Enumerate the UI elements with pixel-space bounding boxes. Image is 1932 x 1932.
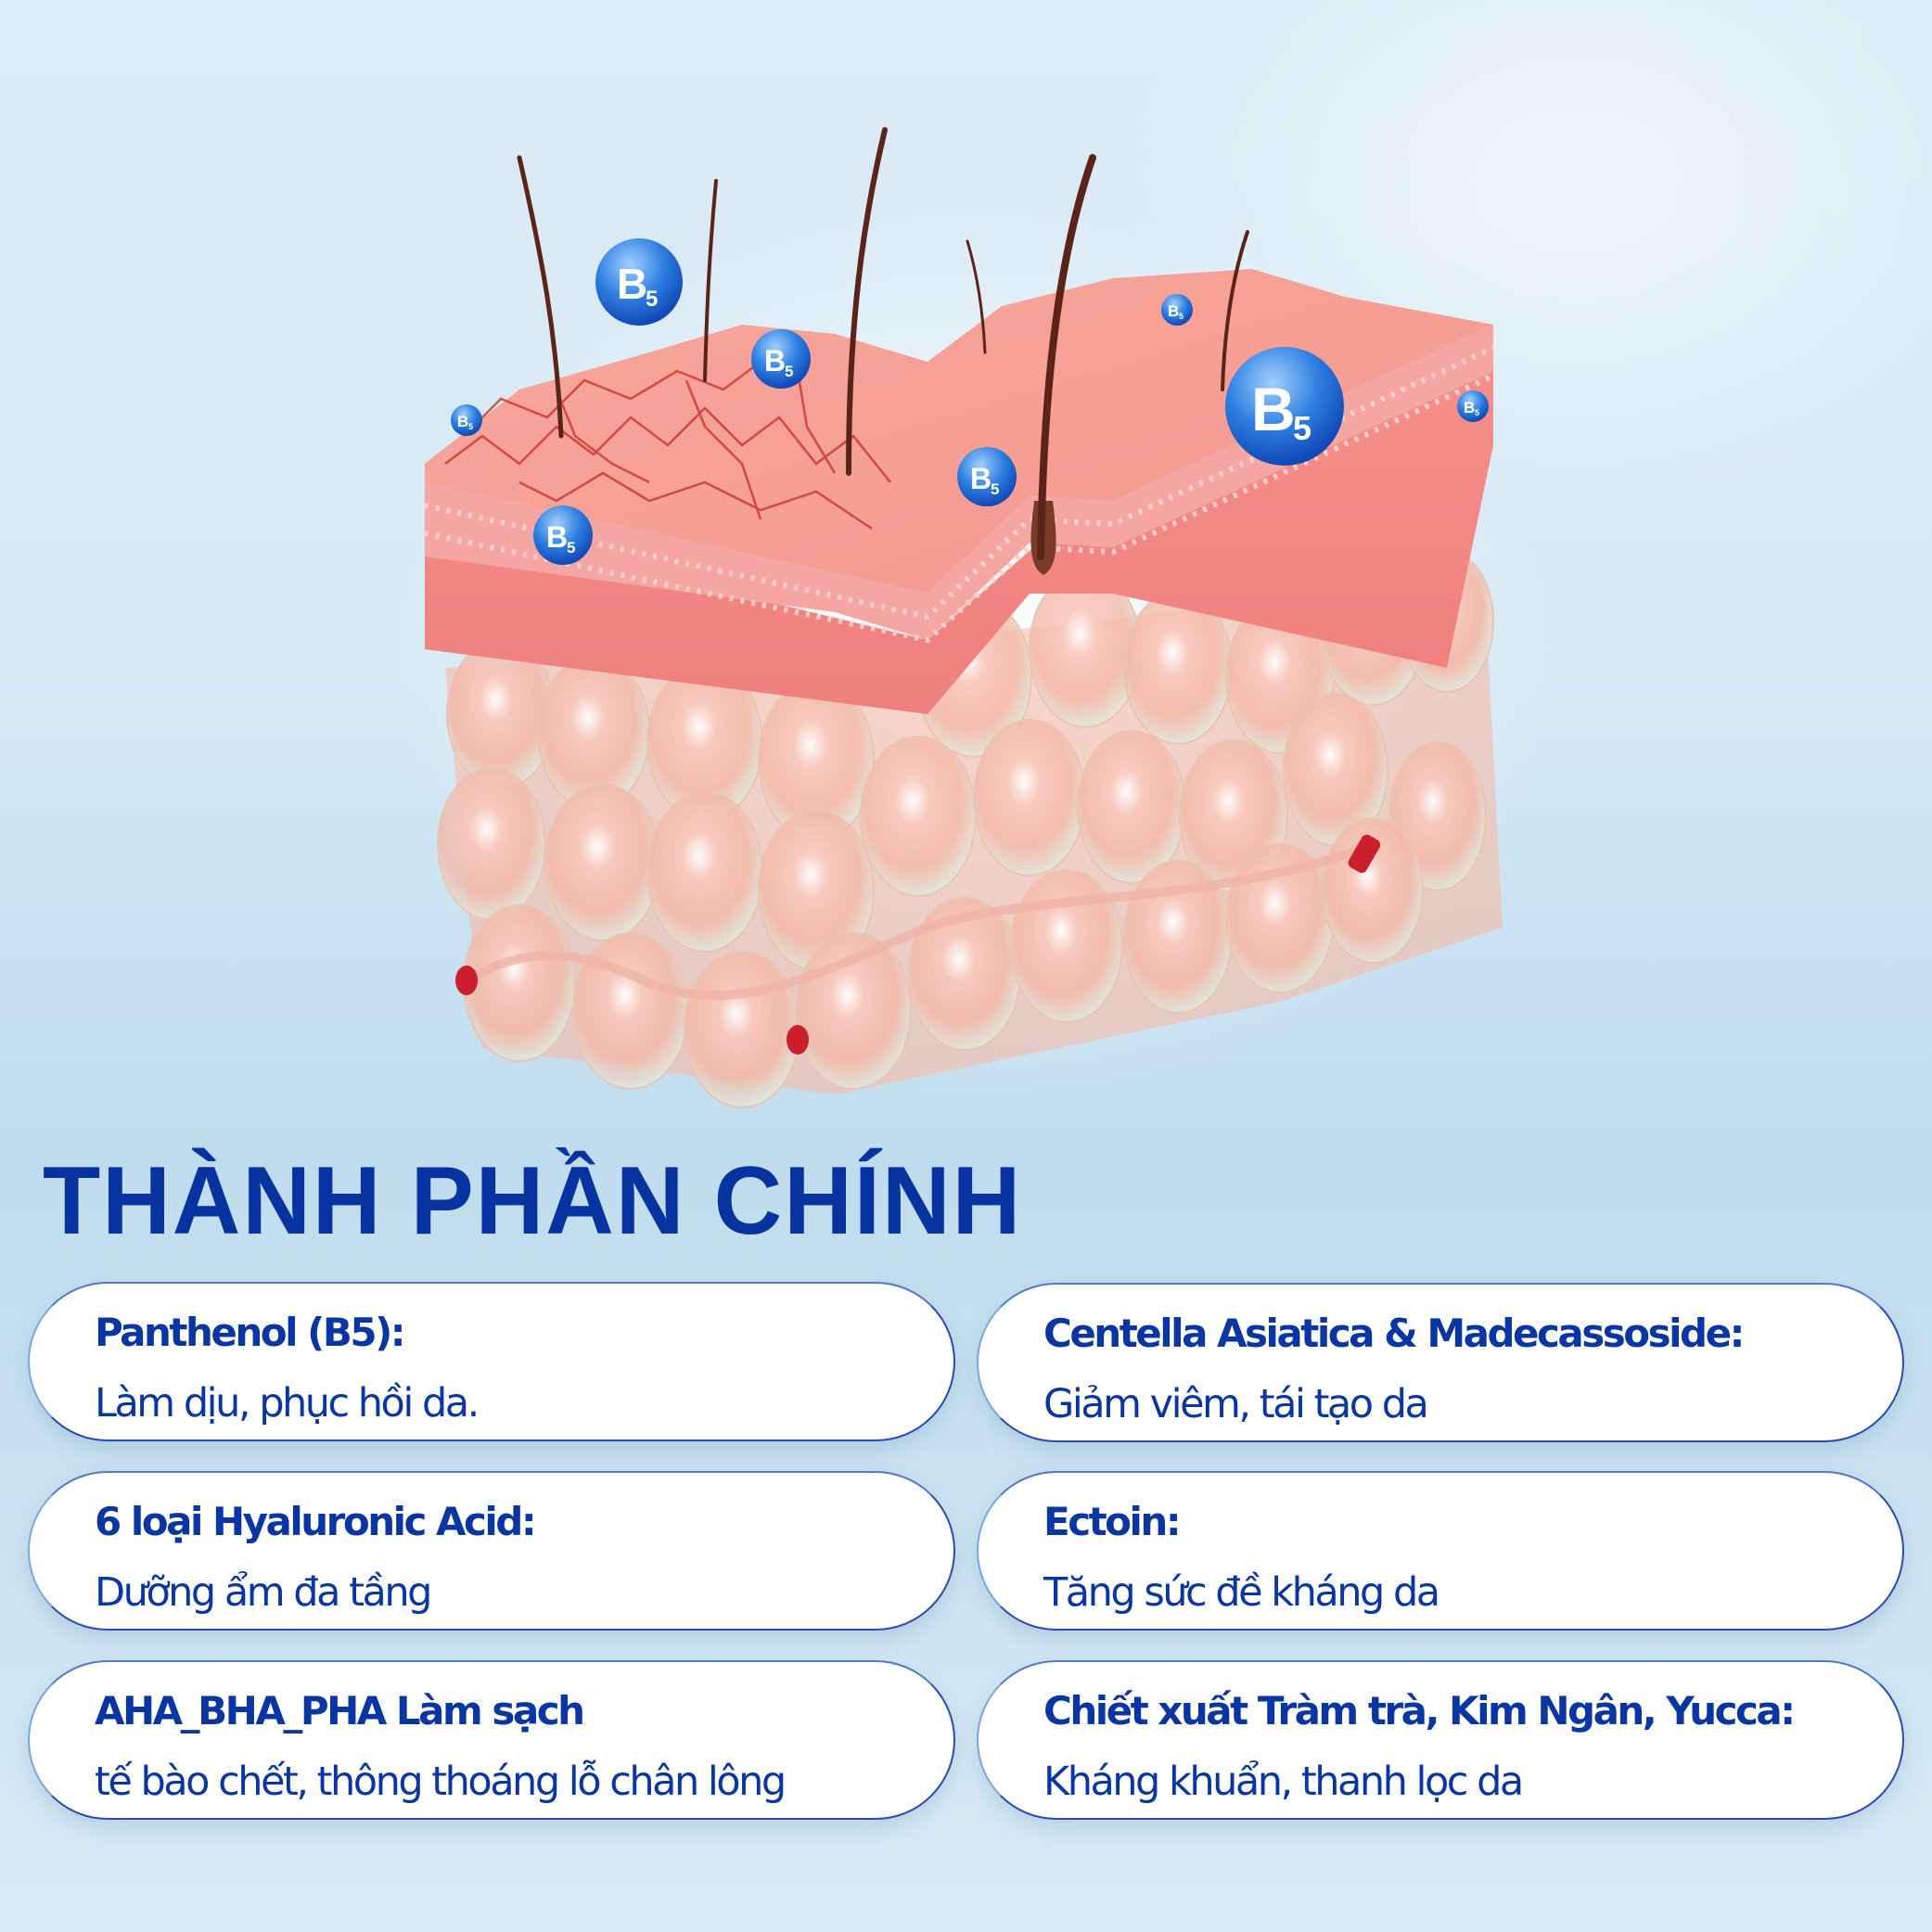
ingredient-name: Centella Asiatica & Madecassoside:: [1043, 1311, 1745, 1356]
ingredient-card-hyaluronic: 6 loại Hyaluronic Acid: Dưỡng ẩm đa tầng: [28, 1471, 955, 1631]
b5-bubble-icon: B5: [533, 505, 593, 565]
ingredient-card-centella: Centella Asiatica & Madecassoside: Giảm …: [977, 1283, 1904, 1442]
svg-text:5: 5: [1293, 409, 1311, 447]
b5-bubble-icon: B5: [957, 447, 1017, 506]
ingredient-benefit: Giảm viêm, tái tạo da: [1043, 1381, 1429, 1427]
ingredient-card-panthenol: Panthenol (B5): Làm dịu, phục hồi da.: [28, 1282, 955, 1441]
b5-bubble-icon: B5: [1225, 347, 1344, 466]
ingredient-benefit: Tăng sức đề kháng da: [1043, 1569, 1440, 1616]
svg-text:B: B: [970, 462, 992, 495]
ingredient-name: Chiết xuất Tràm trà, Kim Ngân, Yucca:: [1043, 1688, 1796, 1734]
section-title: THÀNH PHẦN CHÍNH: [43, 1147, 1023, 1255]
svg-text:B: B: [457, 413, 468, 430]
svg-text:5: 5: [785, 363, 793, 380]
ingredient-card-ectoin: Ectoin: Tăng sức đề kháng da: [977, 1471, 1904, 1631]
ingredient-benefit: Kháng khuẩn, thanh lọc da: [1043, 1759, 1524, 1805]
ingredient-benefit: Làm dịu, phục hồi da.: [95, 1380, 480, 1427]
ingredient-name: Panthenol (B5):: [95, 1310, 406, 1355]
svg-text:5: 5: [1179, 312, 1184, 321]
b5-bubble-icon: B5: [595, 238, 683, 326]
svg-text:B: B: [546, 520, 568, 554]
b5-bubble-icon: B5: [751, 329, 811, 389]
svg-text:B: B: [764, 344, 786, 377]
ingredient-card-aha-bha-pha: AHA_BHA_PHA Làm sạch tế bào chết, thông …: [28, 1660, 955, 1820]
ingredient-benefit: tế bào chết, thông thoáng lỗ chân lông: [95, 1759, 787, 1805]
svg-text:B: B: [1251, 375, 1296, 443]
svg-text:B: B: [1464, 399, 1475, 416]
fat-cell-layer: [437, 550, 1503, 1108]
ingredient-name: Ectoin:: [1043, 1499, 1182, 1544]
svg-text:5: 5: [1475, 408, 1479, 417]
svg-text:5: 5: [646, 287, 658, 312]
ingredient-card-plant-extracts: Chiết xuất Tràm trà, Kim Ngân, Yucca: Kh…: [977, 1660, 1904, 1820]
svg-text:5: 5: [468, 422, 473, 431]
hair-strands: [517, 127, 1249, 560]
ingredient-name: 6 loại Hyaluronic Acid:: [95, 1499, 537, 1544]
svg-text:5: 5: [567, 539, 575, 557]
ingredient-benefit: Dưỡng ẩm đa tầng: [95, 1569, 432, 1616]
svg-text:B: B: [1168, 302, 1179, 320]
svg-text:5: 5: [991, 480, 999, 498]
svg-text:B: B: [617, 260, 647, 308]
ingredient-name: AHA_BHA_PHA Làm sạch: [95, 1688, 585, 1734]
